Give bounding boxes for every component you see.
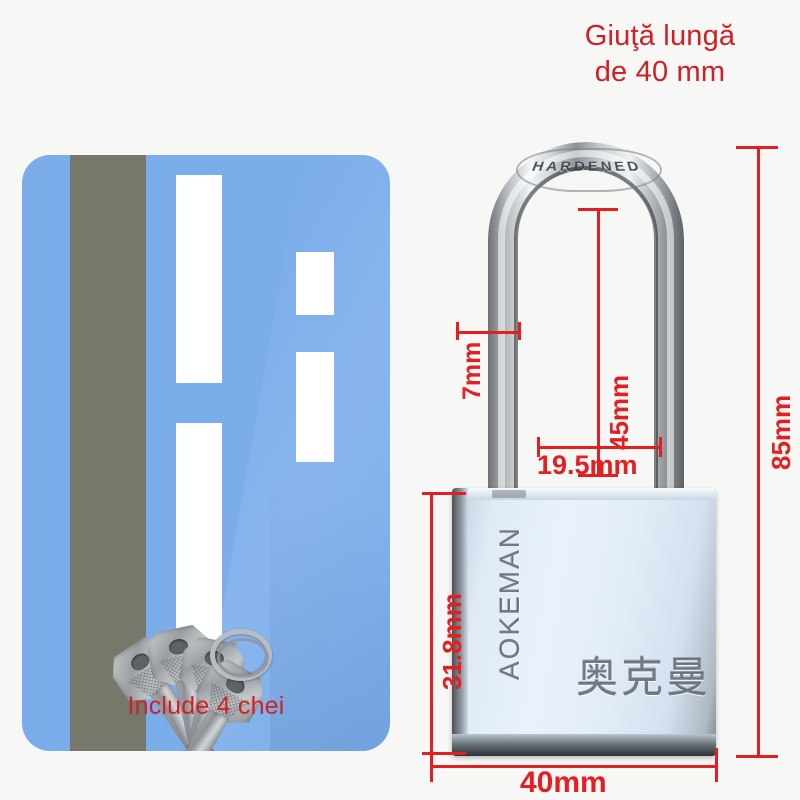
dim-tick [736,146,778,149]
body-left-bevel [452,488,468,756]
page-title: Giuţă lungă de 40 mm [520,18,800,91]
body-bottom-bevel [452,734,716,756]
brand-name-en: AOKEMAN [494,525,525,680]
card-caption: Include 4 chei [127,692,285,720]
dim-tick [578,208,618,211]
dim-tick [537,437,540,457]
padlock-shackle [488,142,684,542]
title-line-1: Giuţă lungă [584,20,736,52]
dim-tick [578,474,618,477]
dim-tick [736,755,778,758]
card-marking-1 [176,175,222,383]
dim-line [430,492,433,754]
dim-label: 40mm [520,766,607,799]
shackle-socket [492,490,526,498]
body-top-bevel [452,488,716,500]
dim-tick [430,748,433,782]
dim-label: 45mm [604,374,634,450]
padlock-body: AOKEMAN 奥克曼 [452,488,716,756]
dim-label: 31.8mm [437,593,467,690]
dim-tick [456,322,459,340]
dim-tick [659,437,662,457]
dim-tick [518,322,521,340]
dim-line [597,208,600,476]
dim-label: 7mm [458,341,486,400]
dim-line [430,765,718,768]
brand-name-cn: 奥克曼 [576,654,712,701]
shackle-hardened-stamp: HARDENED [529,159,645,175]
card-marking-3 [296,352,334,462]
key-ring [210,629,272,681]
dim-tick [422,492,466,495]
dim-line [537,446,661,449]
dim-tick [715,748,718,782]
key-bundle [132,623,362,751]
dim-line [757,146,760,758]
dim-label: 19.5mm [537,450,638,480]
card-marking-2 [296,252,334,315]
dim-label: 85mm [766,394,796,470]
title-line-2: de 40 mm [594,56,726,89]
dim-line [456,331,520,334]
dim-tick [422,752,466,755]
